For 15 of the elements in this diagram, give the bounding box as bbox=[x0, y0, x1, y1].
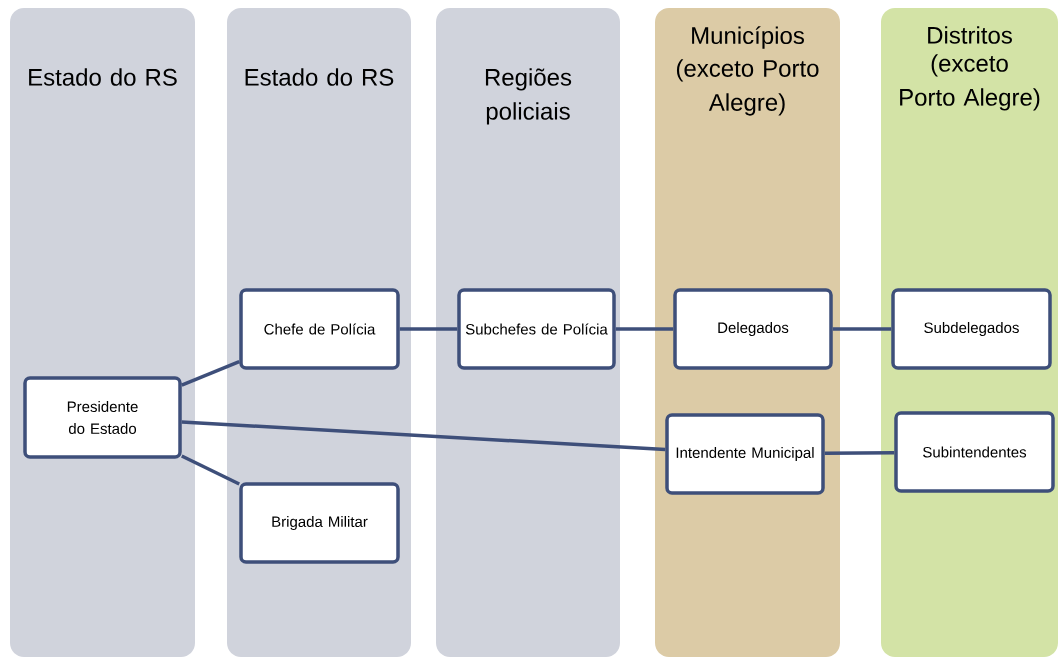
connector-line bbox=[832, 327, 892, 331]
role-box: Delegados bbox=[673, 288, 833, 370]
role-box: Subintendentes bbox=[894, 411, 1055, 493]
role-box: Presidente do Estado bbox=[23, 376, 182, 459]
connector-line bbox=[615, 327, 674, 331]
role-box: Intendente Municipal bbox=[665, 413, 825, 495]
role-box: Brigada Militar bbox=[239, 482, 400, 564]
connector-line bbox=[399, 327, 458, 331]
connector-line bbox=[181, 420, 666, 452]
role-box: Subchefes de Polícia bbox=[457, 288, 616, 370]
connector-line bbox=[181, 360, 240, 387]
role-box: Subdelegados bbox=[891, 288, 1052, 370]
connector-line bbox=[181, 454, 241, 486]
role-box: Chefe de Polícia bbox=[239, 288, 400, 370]
connector-line bbox=[824, 450, 895, 456]
